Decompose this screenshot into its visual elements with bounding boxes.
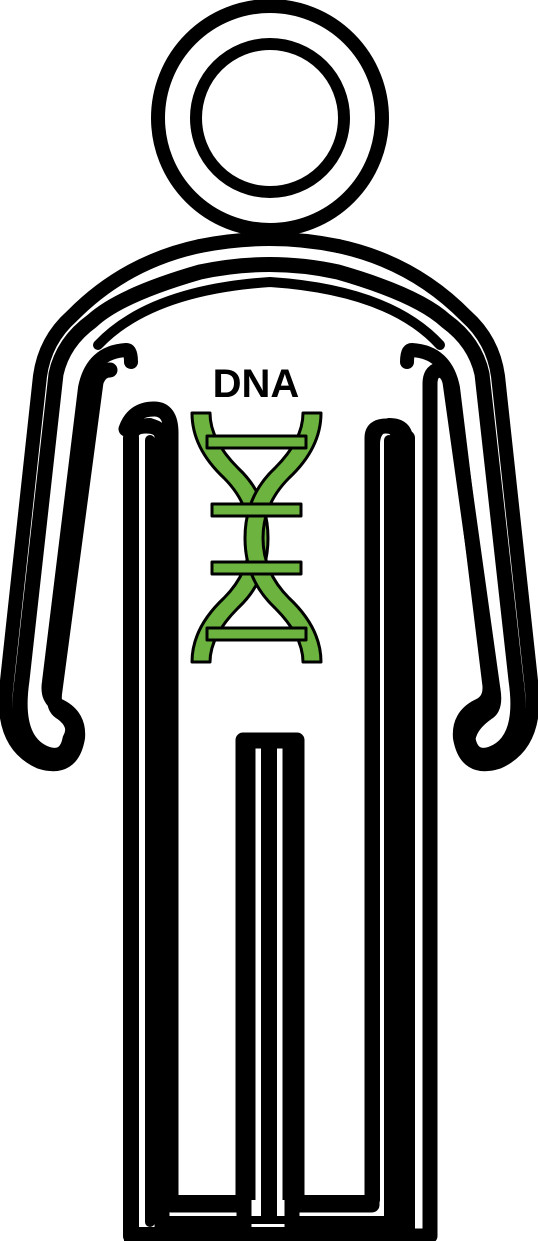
dna-rung	[212, 562, 301, 574]
dna-label: DNA	[213, 362, 300, 406]
dna-rung	[207, 628, 306, 640]
dna-rung	[207, 436, 306, 448]
dna-double-helix-icon	[192, 413, 321, 662]
leg-gap-inner	[265, 752, 273, 1220]
dna-strand-right	[245, 413, 321, 662]
shoulders-outer	[200, 239, 338, 246]
dna-rung	[212, 504, 301, 516]
head-icon	[158, 6, 382, 230]
